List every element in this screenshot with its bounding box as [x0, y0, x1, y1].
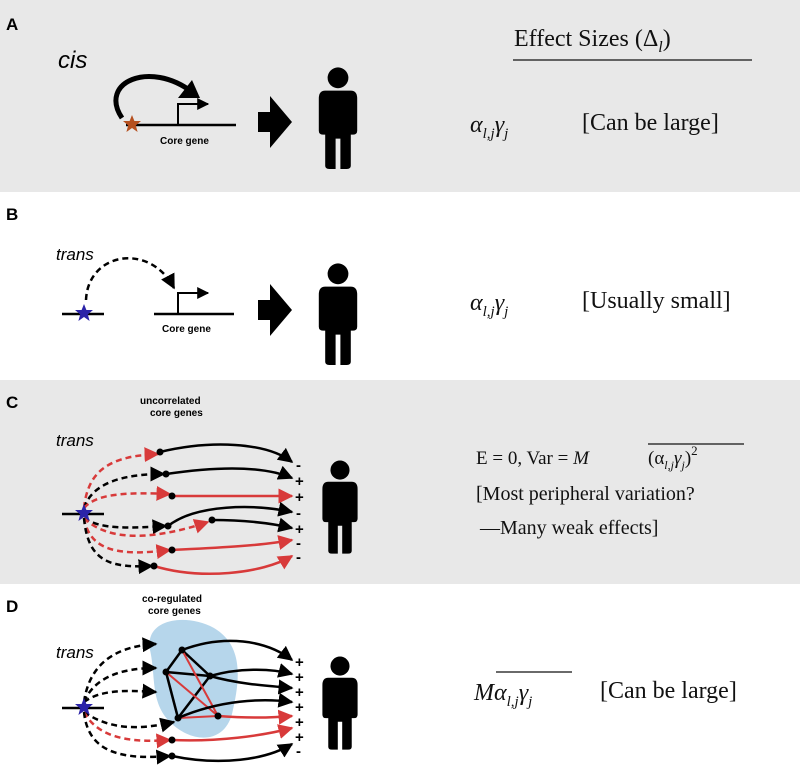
- sign-c-1: -: [296, 457, 301, 474]
- sign-d-4: +: [295, 699, 304, 716]
- sign-c-7: -: [296, 549, 301, 566]
- star-trans-icon-b: [75, 304, 93, 321]
- effect-formula-b: αl,jγj: [470, 290, 508, 320]
- panel-b-label: B: [6, 205, 18, 224]
- sign-d-6: +: [295, 729, 304, 746]
- effect-signs-d: + + + + + + -: [295, 654, 304, 760]
- effect-note-a: [Can be large]: [582, 110, 719, 136]
- core-gene-label-b: Core gene: [162, 324, 211, 335]
- sign-d-5: +: [295, 714, 304, 731]
- regulatory-paths-c: [82, 443, 294, 575]
- panel-d-label: D: [6, 597, 18, 616]
- effect-formula-a: αl,jγj: [470, 112, 508, 142]
- sign-d-1: +: [295, 654, 304, 671]
- person-icon-d: [322, 656, 358, 750]
- core-gene-label-a: Core gene: [160, 136, 209, 147]
- right-arrow-icon-a: [258, 96, 292, 148]
- tss-arrow-a: [177, 98, 210, 125]
- trans-arrow-b: [84, 257, 176, 301]
- panel-c-label: C: [6, 393, 18, 412]
- effect-note-b: [Usually small]: [582, 288, 731, 314]
- sign-d-2: +: [295, 669, 304, 686]
- trans-label-b: trans: [56, 245, 94, 264]
- coregulated-label-2: core genes: [148, 606, 201, 617]
- cis-arrowhead: [178, 80, 200, 98]
- person-icon-a: [318, 67, 358, 169]
- effect-signs-c: - + + - + - -: [295, 457, 304, 566]
- sign-c-2: +: [295, 473, 304, 490]
- svg-text:E = 0, Var = M: E = 0, Var = M: [476, 448, 590, 469]
- right-arrow-icon-b: [258, 284, 292, 336]
- trans-label-c: trans: [56, 431, 94, 450]
- svg-text:Mαl,jγj: Mαl,jγj: [473, 680, 532, 710]
- effect-note-d: [Can be large]: [600, 678, 737, 704]
- svg-text:Effect Sizes (Δl): Effect Sizes (Δl): [514, 26, 671, 56]
- effect-formula-d: Mαl,jγj: [473, 671, 572, 710]
- sign-c-4: -: [296, 505, 301, 522]
- panel-a-background: [0, 0, 800, 192]
- effect-sizes-heading: Effect Sizes (Δl): [513, 26, 752, 61]
- panel-a-label: A: [6, 15, 18, 34]
- tss-arrow-b: [177, 287, 210, 314]
- sign-d-3: +: [295, 684, 304, 701]
- effect-formula-c: E = 0, Var = M (αl,jγj)2: [476, 443, 744, 472]
- person-icon-c: [322, 460, 358, 554]
- cis-arrow: [113, 74, 194, 120]
- trans-label-d: trans: [56, 643, 94, 662]
- effect-note-c-line-1: [Most peripheral variation?: [476, 483, 695, 505]
- star-cis-icon: [123, 115, 141, 132]
- coregulation-blob: [149, 619, 238, 738]
- sign-d-7: -: [296, 743, 301, 760]
- effect-note-c-line-2: —Many weak effects]: [479, 517, 658, 539]
- sign-c-5: +: [295, 521, 304, 538]
- sign-c-6: -: [296, 535, 301, 552]
- svg-text:(αl,jγj)2: (αl,jγj)2: [648, 443, 698, 472]
- sign-c-3: +: [295, 489, 304, 506]
- cis-label: cis: [58, 47, 87, 74]
- coregulated-label-1: co-regulated: [142, 594, 202, 605]
- uncorrelated-label-2: core genes: [150, 408, 203, 419]
- uncorrelated-label-1: uncorrelated: [140, 396, 201, 407]
- person-icon-b: [318, 263, 358, 365]
- regulatory-paths-d: [82, 637, 294, 765]
- panel-c-background: [0, 380, 800, 584]
